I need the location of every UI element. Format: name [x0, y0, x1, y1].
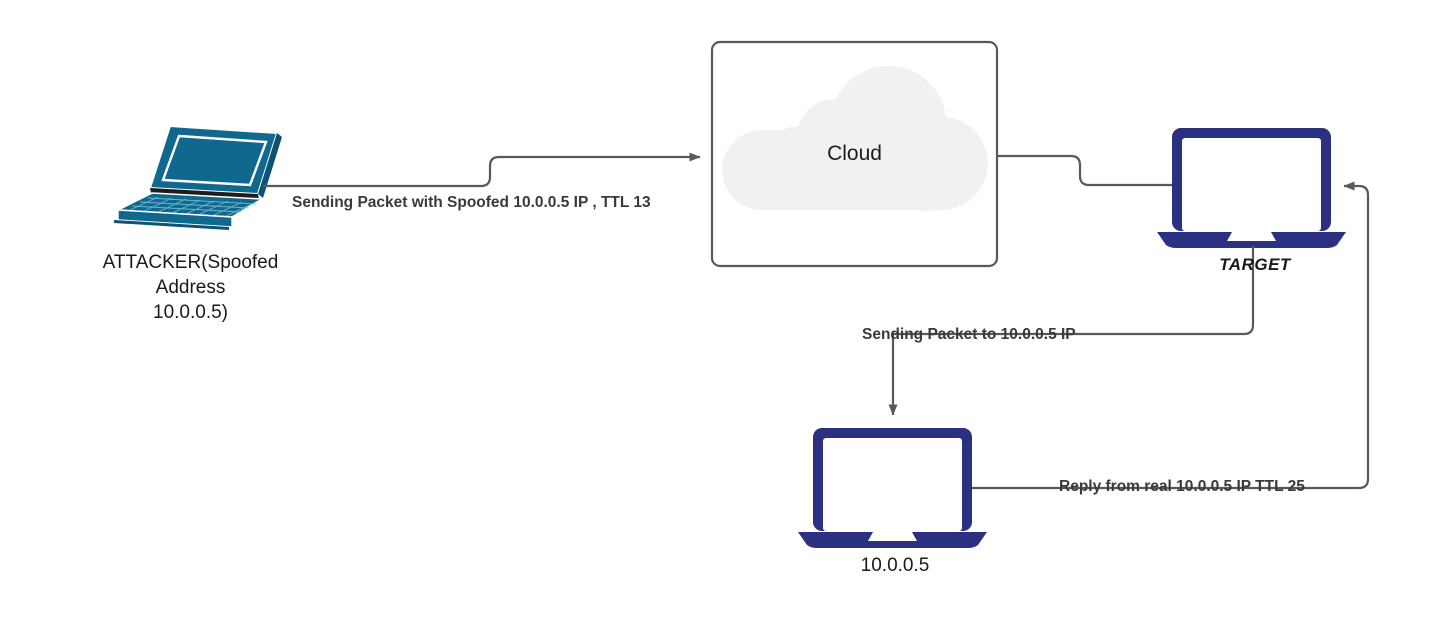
cloud-label: Cloud — [827, 142, 882, 165]
edge-label-spoofed-packet: Sending Packet with Spoofed 10.0.0.5 IP … — [292, 194, 651, 211]
target-label: TARGET — [1219, 255, 1291, 274]
edge-label-reply-packet: Reply from real 10.0.0.5 IP TTL 25 — [1059, 478, 1305, 495]
victim-label: 10.0.0.5 — [860, 555, 930, 576]
edge-reply-packet — [972, 181, 1370, 490]
edge-cloud-to-target — [997, 154, 1172, 187]
victim-laptop-icon — [798, 428, 987, 548]
target-laptop-icon — [1157, 128, 1346, 248]
edge-label-forward-packet: Sending Packet to 10.0.0.5 IP — [862, 326, 1076, 343]
edge-forward-packet — [888, 246, 1255, 416]
attacker-label: ATTACKER(Spoofed Address 10.0.0.5) — [102, 252, 279, 323]
cloud-lobe-right — [890, 139, 962, 211]
cloud-box — [710, 40, 999, 268]
edge-spoofed-packet — [263, 152, 701, 188]
attacker-laptop-icon — [114, 124, 282, 230]
